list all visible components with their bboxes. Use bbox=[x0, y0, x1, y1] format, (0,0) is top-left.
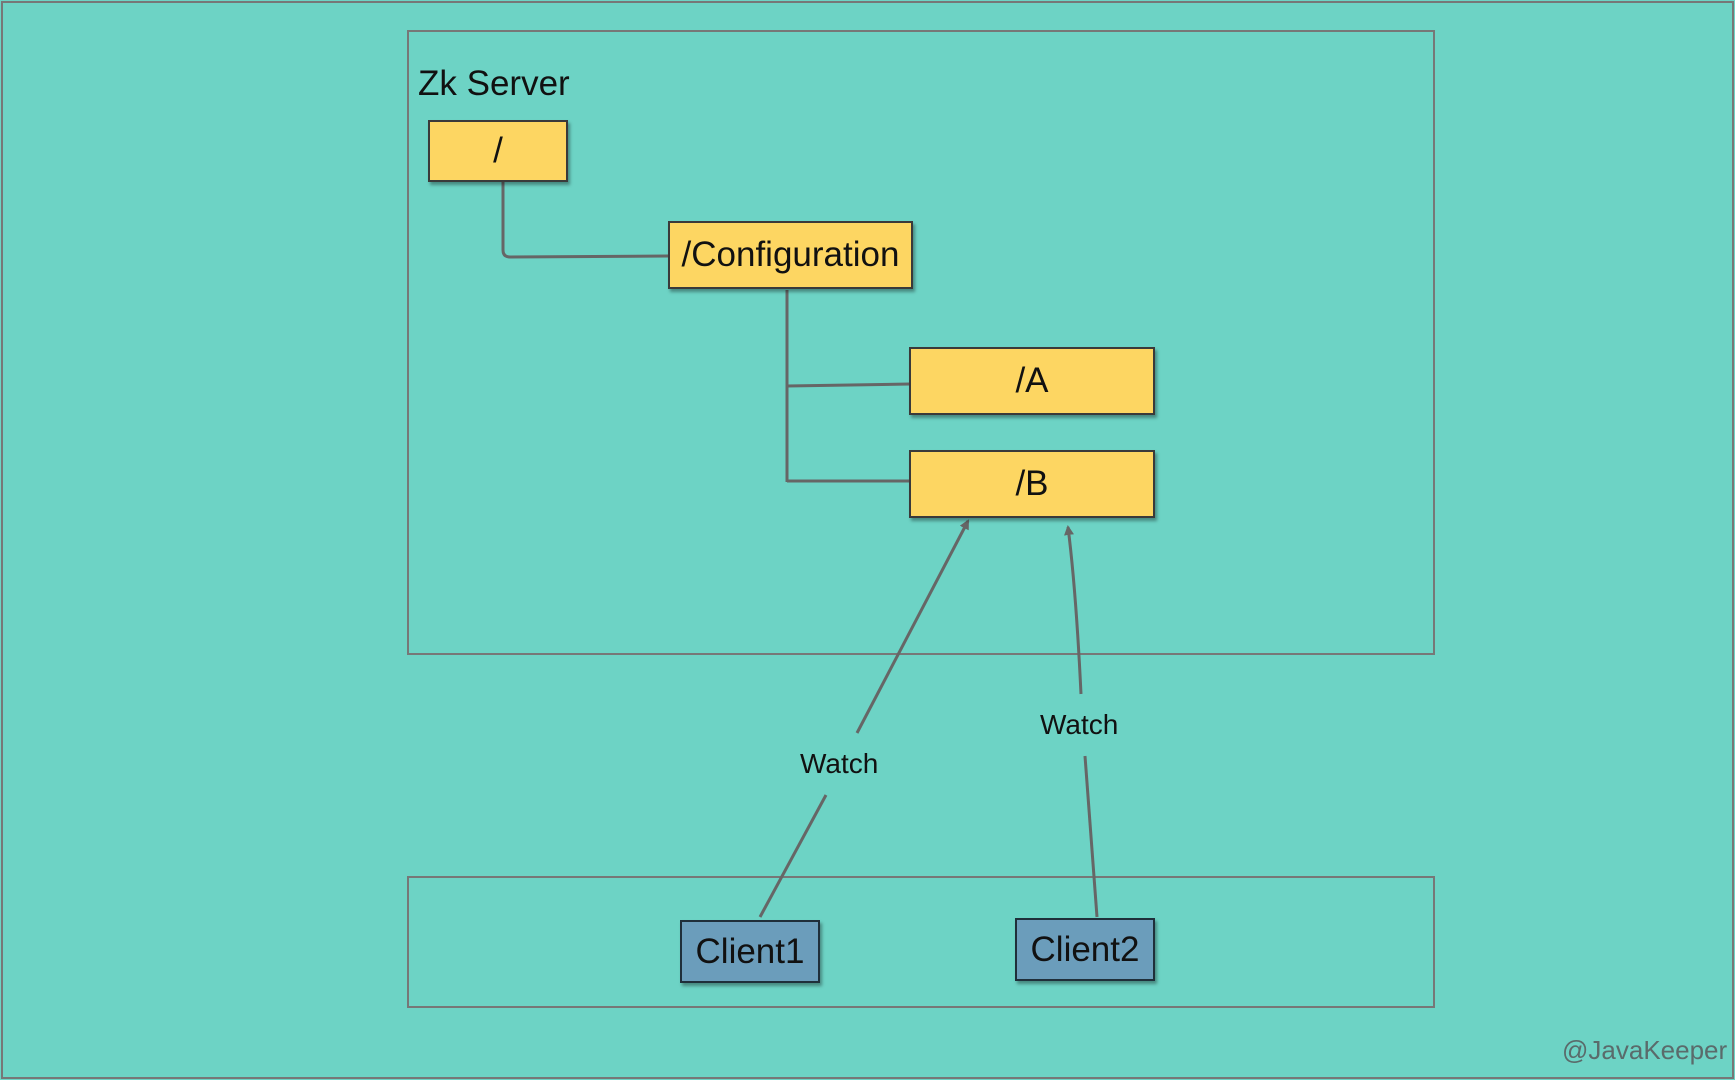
client1-label: Client1 bbox=[695, 931, 805, 971]
znode-a-label: /A bbox=[1015, 361, 1049, 400]
watch-arrow-client2-upper bbox=[1064, 525, 1083, 695]
znode-configuration[interactable]: /Configuration bbox=[668, 221, 913, 289]
client-container bbox=[407, 876, 1435, 1008]
client1-box[interactable]: Client1 bbox=[680, 920, 820, 983]
znode-b-label: /B bbox=[1015, 464, 1049, 503]
znode-configuration-label: /Configuration bbox=[681, 235, 900, 274]
watch-arrow-client1-lower bbox=[758, 794, 828, 918]
watch-label-client1: Watch bbox=[800, 748, 879, 779]
server-container bbox=[407, 30, 1435, 655]
server-title: Zk Server bbox=[418, 64, 570, 103]
connector-trunk-a bbox=[786, 382, 911, 388]
client2-box[interactable]: Client2 bbox=[1015, 918, 1155, 981]
znode-a[interactable]: /A bbox=[909, 347, 1155, 415]
watch-arrow-client2-lower bbox=[1083, 755, 1099, 918]
watch-label-client2: Watch bbox=[1040, 709, 1119, 740]
watch-arrow-client1-upper bbox=[855, 519, 970, 734]
connector-root-configuration bbox=[501, 181, 669, 259]
znode-root-label: / bbox=[493, 131, 503, 170]
znode-root[interactable]: / bbox=[428, 120, 568, 182]
client2-label: Client2 bbox=[1030, 929, 1140, 969]
watermark-text: @JavaKeeper bbox=[1562, 1035, 1728, 1065]
znode-b[interactable]: /B bbox=[909, 450, 1155, 518]
